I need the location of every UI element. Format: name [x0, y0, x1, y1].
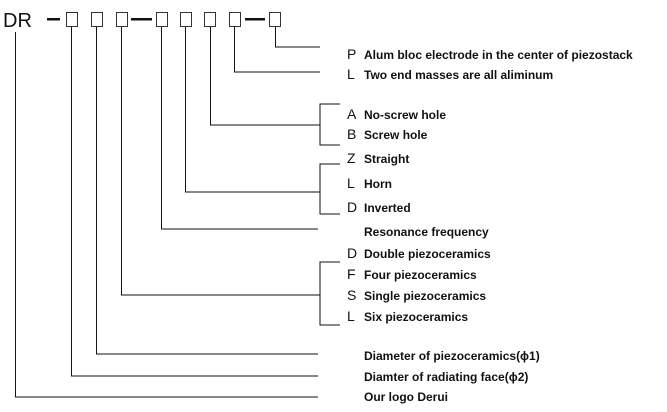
connector-logo [15, 32, 318, 398]
code-slot-electrode [269, 12, 281, 27]
option-text-six: Six piezoceramics [364, 310, 468, 324]
connector-shape [185, 27, 320, 193]
connector-diameter-piezo [96, 27, 318, 355]
option-text-diameter-piezo: Diameter of piezoceramics(ϕ1) [364, 349, 540, 363]
code-dash-3 [245, 18, 265, 21]
option-text-four: Four piezoceramics [364, 268, 477, 282]
option-text-aluminum: Two end masses are all aliminum [364, 68, 553, 82]
code-slot-frequency [156, 12, 168, 27]
bracket-screw-hole [319, 103, 340, 146]
code-slot-piezo-count [116, 12, 128, 27]
option-text-resonance-frequency: Resonance frequency [364, 225, 489, 239]
code-slot-diameter-piezo [91, 12, 103, 27]
option-letter-f: F [347, 266, 356, 282]
code-slot-shape [180, 12, 192, 27]
option-text-logo: Our logo Derui [364, 390, 448, 404]
bracket-shape [319, 163, 340, 215]
connector-frequency [161, 27, 318, 230]
code-prefix: DR [3, 10, 32, 32]
option-text-double: Double piezoceramics [364, 247, 491, 261]
option-letter-l-six: L [347, 308, 355, 324]
connector-end-mass [234, 27, 320, 73]
option-letter-l-aluminum: L [347, 66, 355, 82]
code-slot-screw-hole [204, 12, 216, 27]
bracket-piezo-count [319, 261, 340, 326]
option-letter-s: S [347, 287, 356, 303]
option-letter-d-double: D [347, 245, 357, 261]
option-text-single: Single piezoceramics [364, 289, 486, 303]
option-text-horn: Horn [364, 177, 392, 191]
connector-electrode [275, 27, 320, 48]
option-text-no-screw-hole: No-screw hole [364, 108, 446, 122]
code-slot-diameter-radiating [66, 12, 78, 27]
option-letter-b: B [347, 126, 356, 142]
option-text-straight: Straight [364, 152, 409, 166]
option-letter-l-horn: L [347, 175, 355, 191]
option-letter-p: P [347, 46, 356, 62]
option-text-electrode: Alum bloc electrode in the center of pie… [364, 48, 633, 62]
connector-diameter-radiating [71, 27, 318, 377]
option-letter-a: A [347, 106, 357, 122]
option-text-inverted: Inverted [364, 201, 411, 215]
option-text-diameter-radiating: Diamter of radiating face(ϕ2) [364, 370, 528, 384]
code-dash-1 [47, 18, 60, 21]
code-dash-2 [131, 18, 152, 21]
option-text-screw-hole: Screw hole [364, 128, 428, 142]
code-slot-end-mass [229, 12, 241, 27]
option-letter-d-inverted: D [347, 199, 357, 215]
option-letter-z: Z [347, 150, 356, 166]
connector-screw-hole [210, 27, 320, 126]
connector-piezo-count [121, 27, 320, 296]
